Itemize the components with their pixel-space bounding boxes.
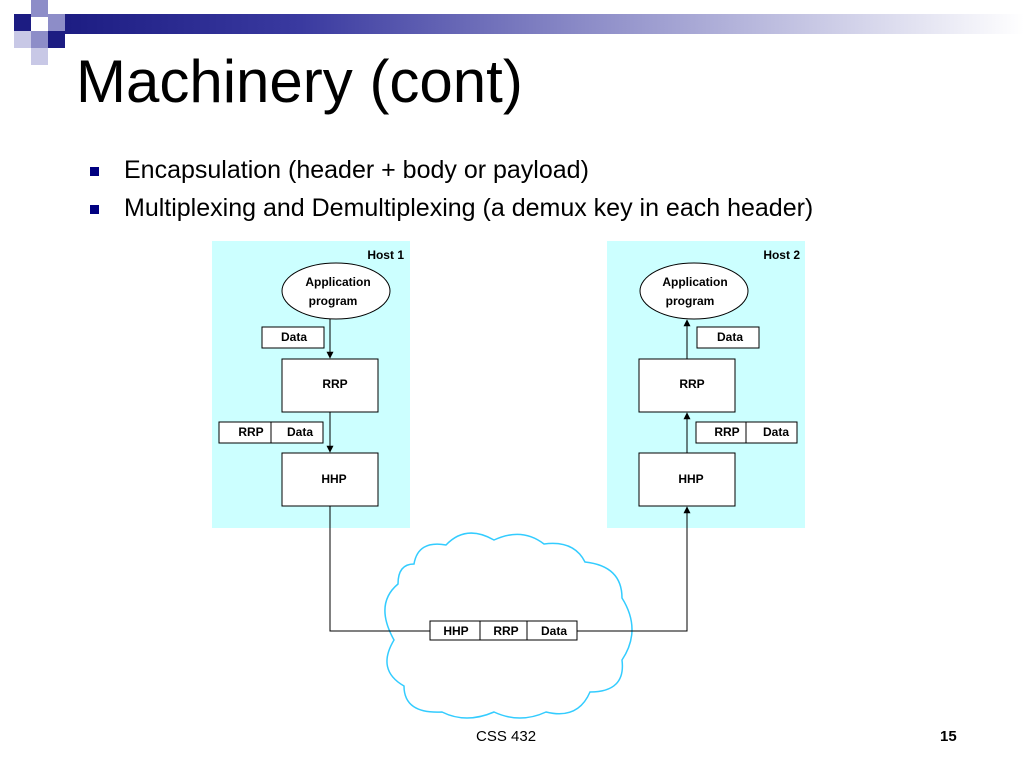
host1-data-label: Data [281, 330, 307, 344]
host1-app-ellipse [281, 262, 391, 320]
host1-hhp-label: HHP [321, 472, 346, 486]
host2-app-label: Application [662, 275, 727, 289]
network-packet-hhp-label: HHP [443, 624, 468, 638]
host1-packet-data-cell [270, 421, 324, 444]
decor-square [31, 48, 48, 65]
host2-hhp-box [638, 452, 736, 507]
host1-rrp-box [281, 358, 379, 413]
host2-data-box [696, 326, 760, 349]
decor-square [14, 14, 31, 31]
network-packet-data-label: Data [541, 624, 567, 638]
host2-packet-data-label: Data [763, 425, 789, 439]
host2-rrp-box [638, 358, 736, 413]
host1-rrp-label: RRP [322, 377, 347, 391]
host2-packet-data-cell [745, 421, 798, 444]
host2-packet-rrp-label: RRP [714, 425, 739, 439]
host1-hhp-box [281, 452, 379, 507]
square-bullet-icon [90, 167, 99, 176]
host1-packet-data-label: Data [287, 425, 313, 439]
bullet-text: Multiplexing and Demultiplexing (a demux… [124, 194, 814, 222]
square-bullet-icon [90, 205, 99, 214]
slide-title: Machinery (cont) [76, 48, 523, 115]
decor-square [31, 0, 48, 17]
network-packet-rrp-label: RRP [493, 624, 518, 638]
decor-square [31, 31, 48, 48]
header-accent-bar [60, 14, 1024, 34]
host2-label: Host 2 [763, 248, 800, 262]
host2-app-label: program [666, 294, 715, 308]
decor-square [48, 14, 65, 31]
host1-label: Host 1 [367, 248, 404, 262]
host1-packet-rrp-label: RRP [238, 425, 263, 439]
host2-rrp-label: RRP [679, 377, 704, 391]
page-number: 15 [940, 728, 957, 745]
network-packet-data-cell [526, 620, 578, 641]
footer-course-label: CSS 432 [476, 728, 537, 745]
host1-data-box [261, 326, 325, 349]
host2-network-link [577, 506, 691, 632]
host2-app-ellipse [639, 262, 749, 320]
host1-network-link [329, 506, 430, 632]
host1-app-label: program [309, 294, 358, 308]
host2-hhp-label: HHP [678, 472, 703, 486]
host1-app-label: Application [305, 275, 370, 289]
decor-square [48, 31, 65, 48]
bullet-text: Encapsulation (header + body or payload) [124, 156, 589, 184]
host2-data-label: Data [717, 330, 743, 344]
decor-square [14, 31, 31, 48]
